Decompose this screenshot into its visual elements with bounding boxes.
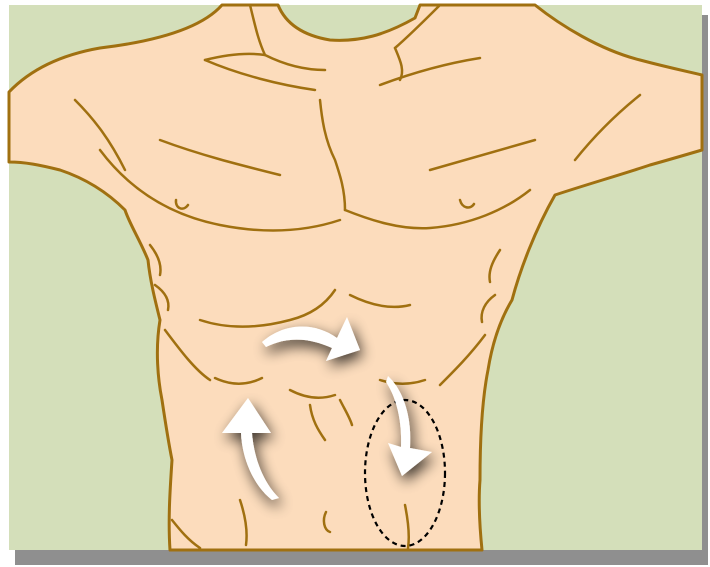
torso-diagram	[0, 0, 710, 567]
diagram-canvas	[0, 0, 710, 567]
